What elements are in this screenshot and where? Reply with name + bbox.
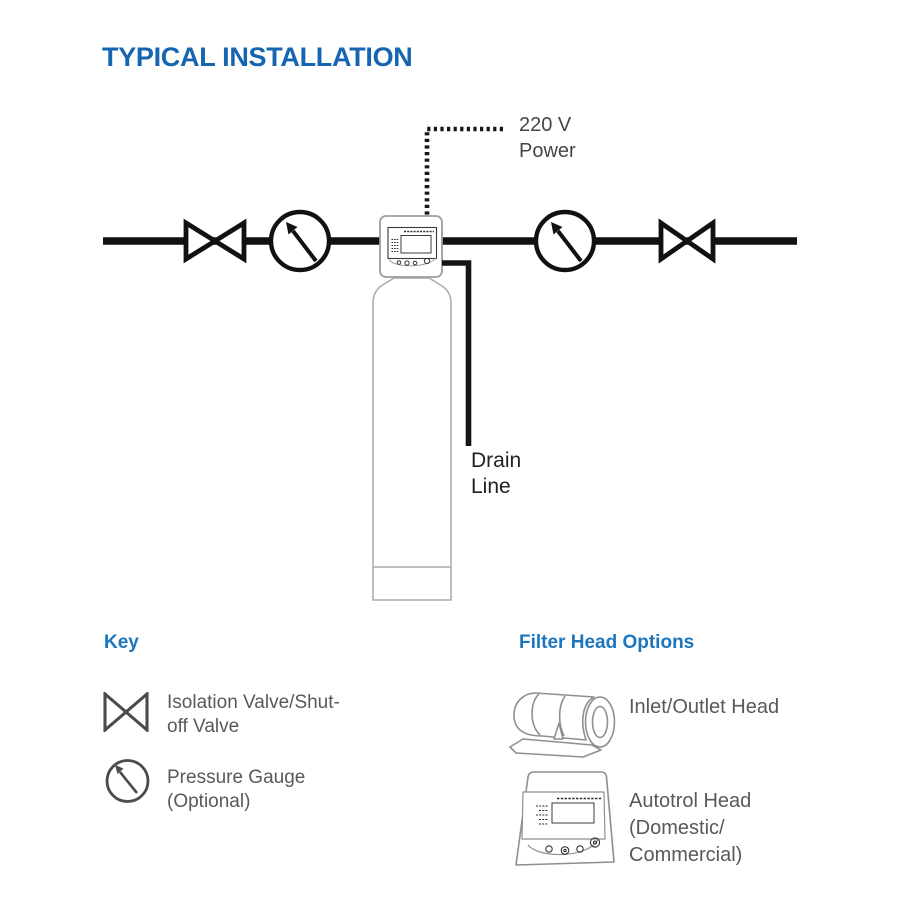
pressure-gauge-label: Pressure Gauge (Optional) xyxy=(167,767,306,812)
inlet-outlet-head-label: Inlet/Outlet Head xyxy=(629,696,780,718)
autotrol-head-illustration xyxy=(515,771,615,866)
isolation-valve-label: Isolation Valve/Shut- off Valve xyxy=(167,692,340,737)
power-label: 220 V Power xyxy=(519,114,576,162)
left-isolation-valve xyxy=(183,218,247,264)
control-head xyxy=(379,215,443,278)
isolation-valve-icon xyxy=(103,692,149,732)
autotrol-head-label: Autotrol Head (Domestic/ Commercial) xyxy=(629,790,752,866)
drain-line-label: Drain Line xyxy=(471,449,522,498)
page-title: TYPICAL INSTALLATION xyxy=(102,42,413,72)
media-tank xyxy=(372,277,452,601)
inlet-outlet-head-illustration xyxy=(509,692,616,758)
key-heading: Key xyxy=(104,632,139,653)
pressure-gauge-icon xyxy=(105,759,150,803)
drain-line xyxy=(442,260,472,446)
right-isolation-valve xyxy=(658,218,716,264)
filter-head-options-heading: Filter Head Options xyxy=(519,632,695,653)
left-pressure-gauge xyxy=(268,209,332,273)
right-pressure-gauge xyxy=(533,209,597,273)
power-line xyxy=(424,126,503,217)
